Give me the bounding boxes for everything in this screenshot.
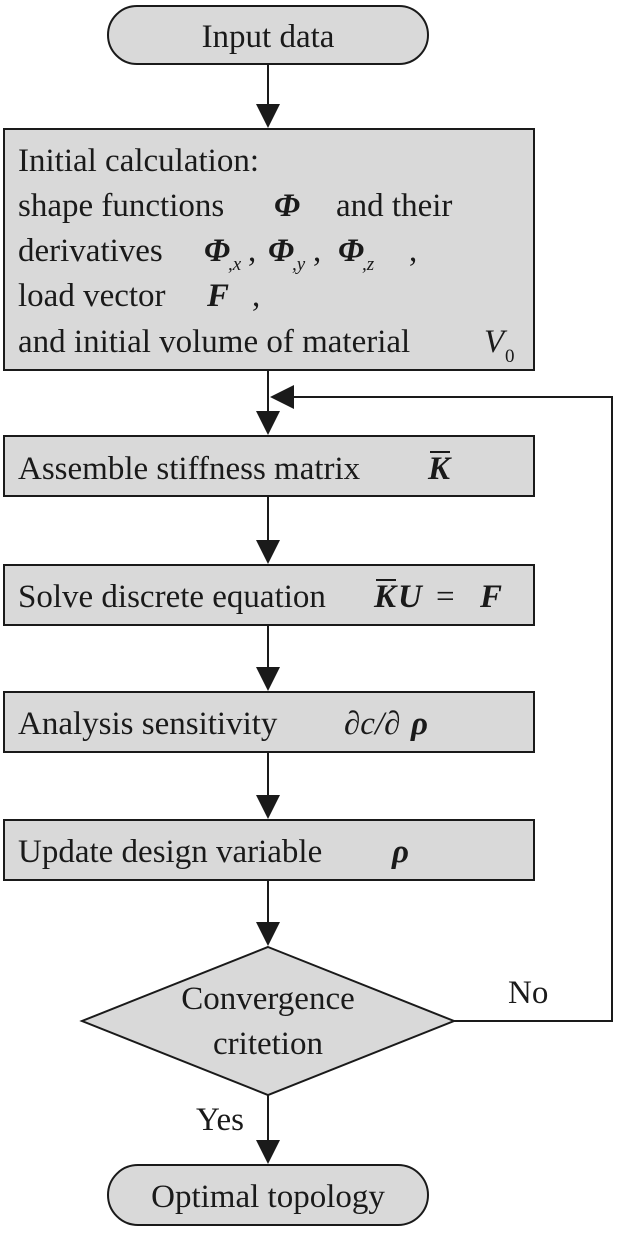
- v-symbol: V: [484, 324, 508, 360]
- edge-solve-sensitivity: [256, 625, 280, 691]
- yes-label: Yes: [196, 1102, 244, 1138]
- partial-derivative: ∂c/∂: [344, 706, 400, 742]
- edge-update-decision: [256, 880, 280, 946]
- arrowhead: [256, 411, 280, 435]
- init-line5-text: and initial volume of material: [18, 324, 410, 360]
- assemble-node: Assemble stiffness matrix K: [3, 435, 535, 497]
- phi-symbol: Φ: [274, 188, 300, 224]
- arrowhead: [256, 540, 280, 564]
- assemble-label: Assemble stiffness matrix: [18, 451, 361, 487]
- init-line3-tail: ,: [409, 233, 417, 269]
- init-line1: Initial calculation:: [18, 143, 259, 179]
- decision-node: Convergence critetion: [79, 945, 457, 1097]
- no-label: No: [508, 975, 548, 1011]
- f-symbol: F: [479, 579, 502, 615]
- sensitivity-label: Analysis sensitivity: [18, 706, 278, 742]
- sub-z: ,z: [362, 254, 375, 275]
- phi-x-symbol: Φ: [204, 233, 230, 269]
- arrowhead: [270, 385, 294, 409]
- sensitivity-node: Analysis sensitivity ∂c/∂ ρ: [3, 691, 535, 753]
- init-line2-tail: and their: [336, 188, 452, 224]
- update-label: Update design variable: [18, 834, 322, 870]
- solve-label: Solve discrete equation: [18, 579, 326, 615]
- sub-y: ,y: [292, 254, 306, 275]
- rho-symbol: ρ: [410, 706, 428, 742]
- decision-shape: [79, 945, 457, 1097]
- init-line3-text: derivatives: [18, 233, 163, 269]
- f-symbol: F: [206, 278, 229, 314]
- sep-2: ,: [313, 233, 321, 269]
- update-node: Update design variable ρ: [3, 819, 535, 881]
- phi-z-symbol: Φ: [338, 233, 364, 269]
- edge-sensitivity-update: [256, 752, 280, 819]
- edge-init-assemble: [256, 370, 280, 435]
- u-symbol: U: [398, 579, 424, 615]
- phi-y-symbol: Φ: [268, 233, 294, 269]
- arrowhead: [256, 795, 280, 819]
- decision-line1: Convergence: [181, 981, 355, 1017]
- init-node: Initial calculation: shape functions Φ a…: [3, 128, 535, 371]
- sub-x: ,x: [228, 254, 242, 275]
- init-line2-text: shape functions: [18, 188, 224, 224]
- rho-symbol: ρ: [391, 834, 409, 870]
- update-shape: [3, 819, 535, 881]
- end-node: Optimal topology: [107, 1164, 429, 1226]
- decision-line2: critetion: [213, 1026, 323, 1062]
- init-shape: [3, 128, 535, 371]
- v-sub-0: 0: [505, 346, 515, 367]
- start-label: Input data: [202, 19, 335, 55]
- edge-yes: Yes: [196, 1095, 280, 1164]
- solve-node: Solve discrete equation K U = F: [3, 564, 535, 626]
- edge-no-loop: No: [270, 385, 613, 1022]
- arrowhead: [256, 104, 280, 128]
- init-line4-tail: ,: [252, 278, 260, 314]
- end-label: Optimal topology: [151, 1179, 385, 1215]
- arrowhead: [256, 1140, 280, 1164]
- k-bar-symbol: K: [427, 451, 452, 487]
- k-bar-symbol: K: [373, 579, 398, 615]
- init-line4-text: load vector: [18, 278, 166, 314]
- sep-1: ,: [248, 233, 256, 269]
- edge-line: [292, 396, 613, 1022]
- edge-start-init: [256, 64, 280, 128]
- end-shape: [107, 1164, 429, 1226]
- edge-assemble-solve: [256, 496, 280, 564]
- sensitivity-shape: [3, 691, 535, 753]
- equals-sign: =: [436, 579, 455, 615]
- arrowhead: [256, 667, 280, 691]
- arrowhead: [256, 922, 280, 946]
- start-node: Input data: [107, 5, 429, 65]
